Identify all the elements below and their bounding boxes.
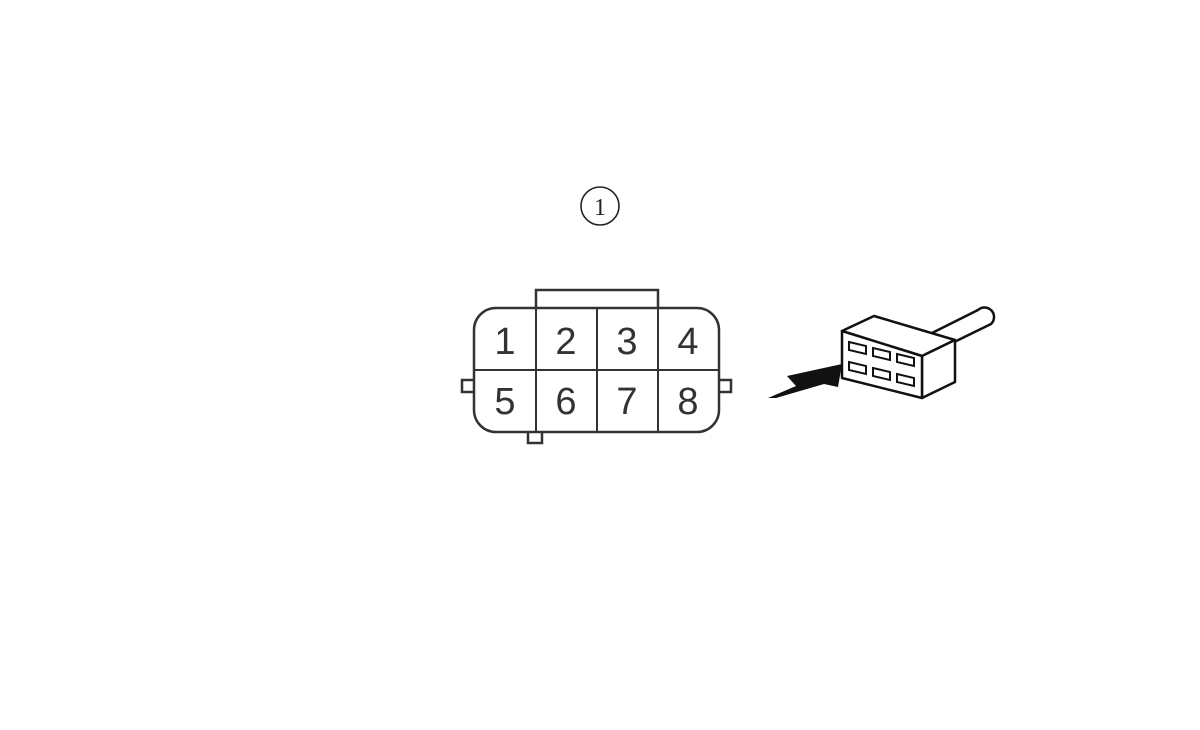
pin-label-3: 3 (616, 321, 637, 363)
callout-number: 1 (594, 195, 606, 221)
connector-iso-hole (848, 340, 867, 356)
pin-label-2: 2 (555, 321, 576, 363)
pin-label-6: 6 (555, 381, 576, 423)
pin-label-1: 1 (494, 321, 515, 363)
connector-iso-hole (896, 352, 915, 368)
view-direction-arrow-icon (768, 364, 842, 398)
connector-iso-hole (872, 346, 891, 362)
connector-iso-hole (848, 360, 867, 376)
callout-circle (580, 186, 620, 226)
pin-label-4: 4 (677, 321, 698, 363)
pin-label-8: 8 (677, 381, 698, 423)
pin-label-5: 5 (494, 381, 515, 423)
connector-isometric-icon (840, 306, 996, 400)
connector-iso-hole (872, 366, 891, 382)
callout-marker: 1 (580, 186, 620, 226)
connector-iso-hole (896, 372, 915, 388)
connector-face: 1 2 3 4 5 6 7 8 (460, 288, 733, 445)
pin-label-7: 7 (616, 381, 637, 423)
